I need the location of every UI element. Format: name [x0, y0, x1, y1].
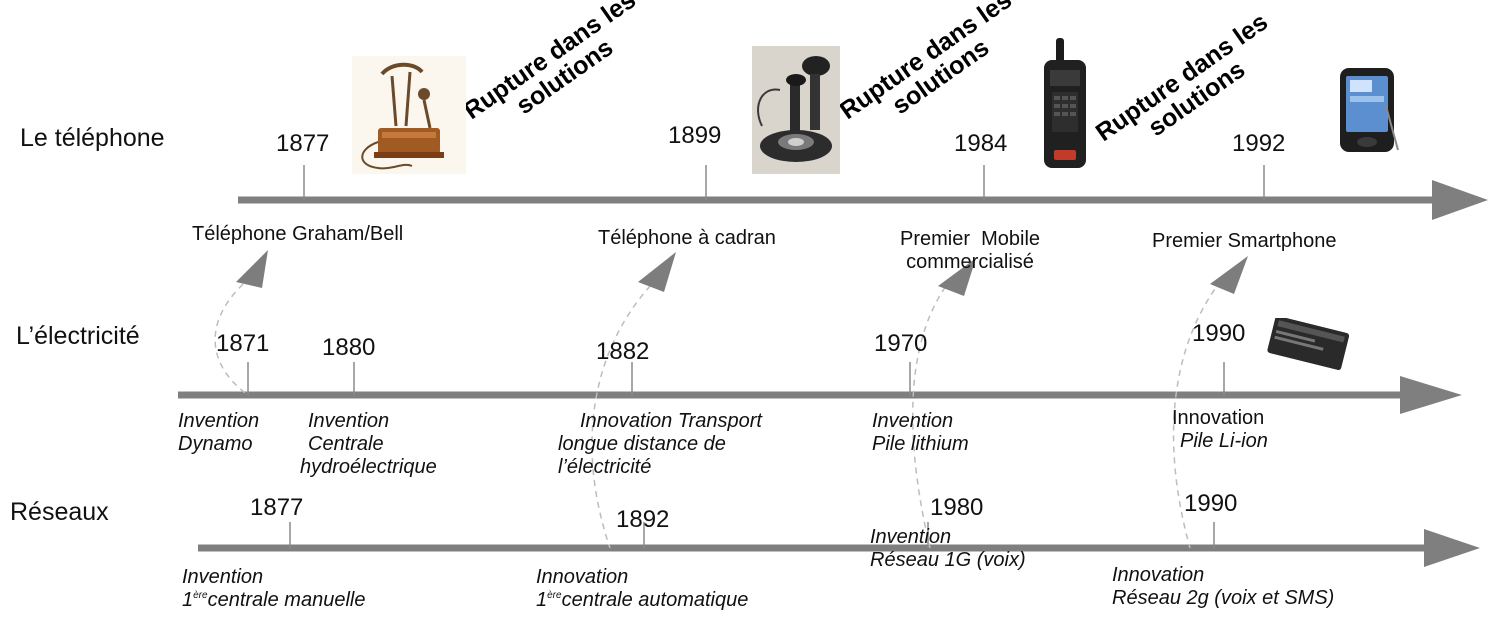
influence-arrow-1 — [236, 250, 268, 288]
caption-transport-line1: Innovation Transport — [580, 410, 762, 432]
battery-icon — [1267, 318, 1350, 370]
caption-centrale-auto-line2: 1èrecentrale automatique — [536, 589, 748, 612]
caption-reseau-2g-line1: Innovation — [1112, 564, 1205, 586]
caption-reseau-2g: Innovation Réseau 2g (voix et SMS) — [1112, 564, 1334, 610]
caption-reseau-1g-line2: Réseau 1G (voix) — [870, 549, 1026, 571]
caption-centrale-line3: hydroélectrique — [300, 456, 437, 478]
year-1980: 1980 — [930, 494, 984, 521]
caption-premier-mobile-line2: commercialisé — [906, 251, 1034, 273]
caption-reseau-2g-line2: Réseau 2g (voix et SMS) — [1112, 587, 1335, 609]
caption-pile-li-ion: Innovation Pile Li-ion — [1172, 407, 1268, 453]
rotary-telephone-icon — [752, 46, 840, 174]
influence-arrow-2 — [638, 252, 676, 292]
caption-centrale-manuelle-line1: Invention — [182, 566, 264, 588]
influence-curve-2 — [591, 269, 667, 549]
caption-centrale-auto-text: centrale automatique — [561, 589, 749, 611]
influence-arrow-4 — [1210, 256, 1248, 294]
caption-premier-mobile-line1: Premier Mobile — [900, 228, 1041, 250]
caption-premier-mobile: Premier Mobile commercialisé — [900, 228, 1040, 274]
influence-arrow-3 — [938, 258, 976, 296]
year-1990-reseaux: 1990 — [1184, 490, 1238, 517]
caption-centrale-manuelle-text: centrale manuelle — [207, 589, 366, 611]
caption-reseau-1g: Invention Réseau 1G (voix) — [870, 526, 1026, 572]
caption-centrale-manuelle-line2: 1èrecentrale manuelle — [182, 589, 365, 612]
caption-reseau-1g-line1: Invention — [870, 526, 952, 548]
reseaux-axis-arrowhead — [1424, 529, 1480, 567]
caption-graham-bell: Téléphone Graham/Bell — [192, 223, 404, 245]
caption-centrale-line1: Invention — [308, 410, 390, 432]
caption-dynamo: Invention Dynamo — [178, 410, 259, 456]
influence-curve-4 — [1172, 271, 1229, 549]
year-1990-electricite: 1990 — [1192, 320, 1246, 347]
caption-centrale-automatique: Innovation 1èrecentrale automatique — [536, 566, 748, 612]
candlestick-telephone-icon — [352, 56, 466, 174]
row-label-telephone: Le téléphone — [20, 124, 165, 152]
ordinal-suffix: ère — [547, 590, 562, 601]
caption-centrale-hydro: Invention Centrale hydroélectrique — [300, 410, 437, 479]
caption-dynamo-line2: Dynamo — [178, 433, 253, 455]
year-1899: 1899 — [668, 122, 722, 149]
ordinal-number: 1 — [536, 589, 548, 611]
ordinal-number: 1 — [182, 589, 194, 611]
caption-transport: Innovation Transport longue distance de … — [558, 410, 762, 479]
row-label-electricite: L’électricité — [16, 322, 140, 350]
caption-pile-lithium-line1: Invention — [872, 410, 954, 432]
year-1984: 1984 — [954, 130, 1008, 157]
ordinal-suffix: ère — [193, 590, 208, 601]
caption-li-ion-line2: Pile Li-ion — [1180, 430, 1268, 452]
caption-premier-smartphone: Premier Smartphone — [1152, 230, 1337, 252]
caption-pile-lithium-line2: Pile lithium — [872, 433, 969, 455]
caption-centrale-manuelle: Invention 1èrecentrale manuelle — [182, 566, 365, 612]
caption-centrale-line2: Centrale — [308, 433, 384, 455]
caption-transport-line3: l’électricité — [558, 456, 652, 478]
year-1882: 1882 — [596, 338, 650, 365]
year-1992: 1992 — [1232, 130, 1286, 157]
year-1880: 1880 — [322, 334, 376, 361]
year-1877: 1877 — [276, 130, 330, 157]
telephone-axis-arrowhead — [1432, 180, 1488, 220]
caption-li-ion-line1: Innovation — [1172, 407, 1265, 429]
year-1892: 1892 — [616, 506, 670, 533]
year-1877-reseaux: 1877 — [250, 494, 304, 521]
caption-pile-lithium: Invention Pile lithium — [872, 410, 969, 456]
electricite-axis-arrowhead — [1400, 376, 1462, 414]
caption-dynamo-line1: Invention — [178, 410, 260, 432]
row-label-reseaux: Réseaux — [10, 498, 109, 526]
caption-transport-line2: longue distance de — [558, 433, 726, 455]
caption-cadran: Téléphone à cadran — [598, 227, 776, 249]
influence-curve-3 — [911, 277, 953, 549]
caption-centrale-auto-line1: Innovation — [536, 566, 629, 588]
smartphone-icon — [1340, 68, 1399, 152]
brick-mobile-phone-icon — [1044, 38, 1086, 168]
influence-curve-1 — [214, 269, 261, 396]
year-1970: 1970 — [874, 330, 928, 357]
year-1871: 1871 — [216, 330, 270, 357]
